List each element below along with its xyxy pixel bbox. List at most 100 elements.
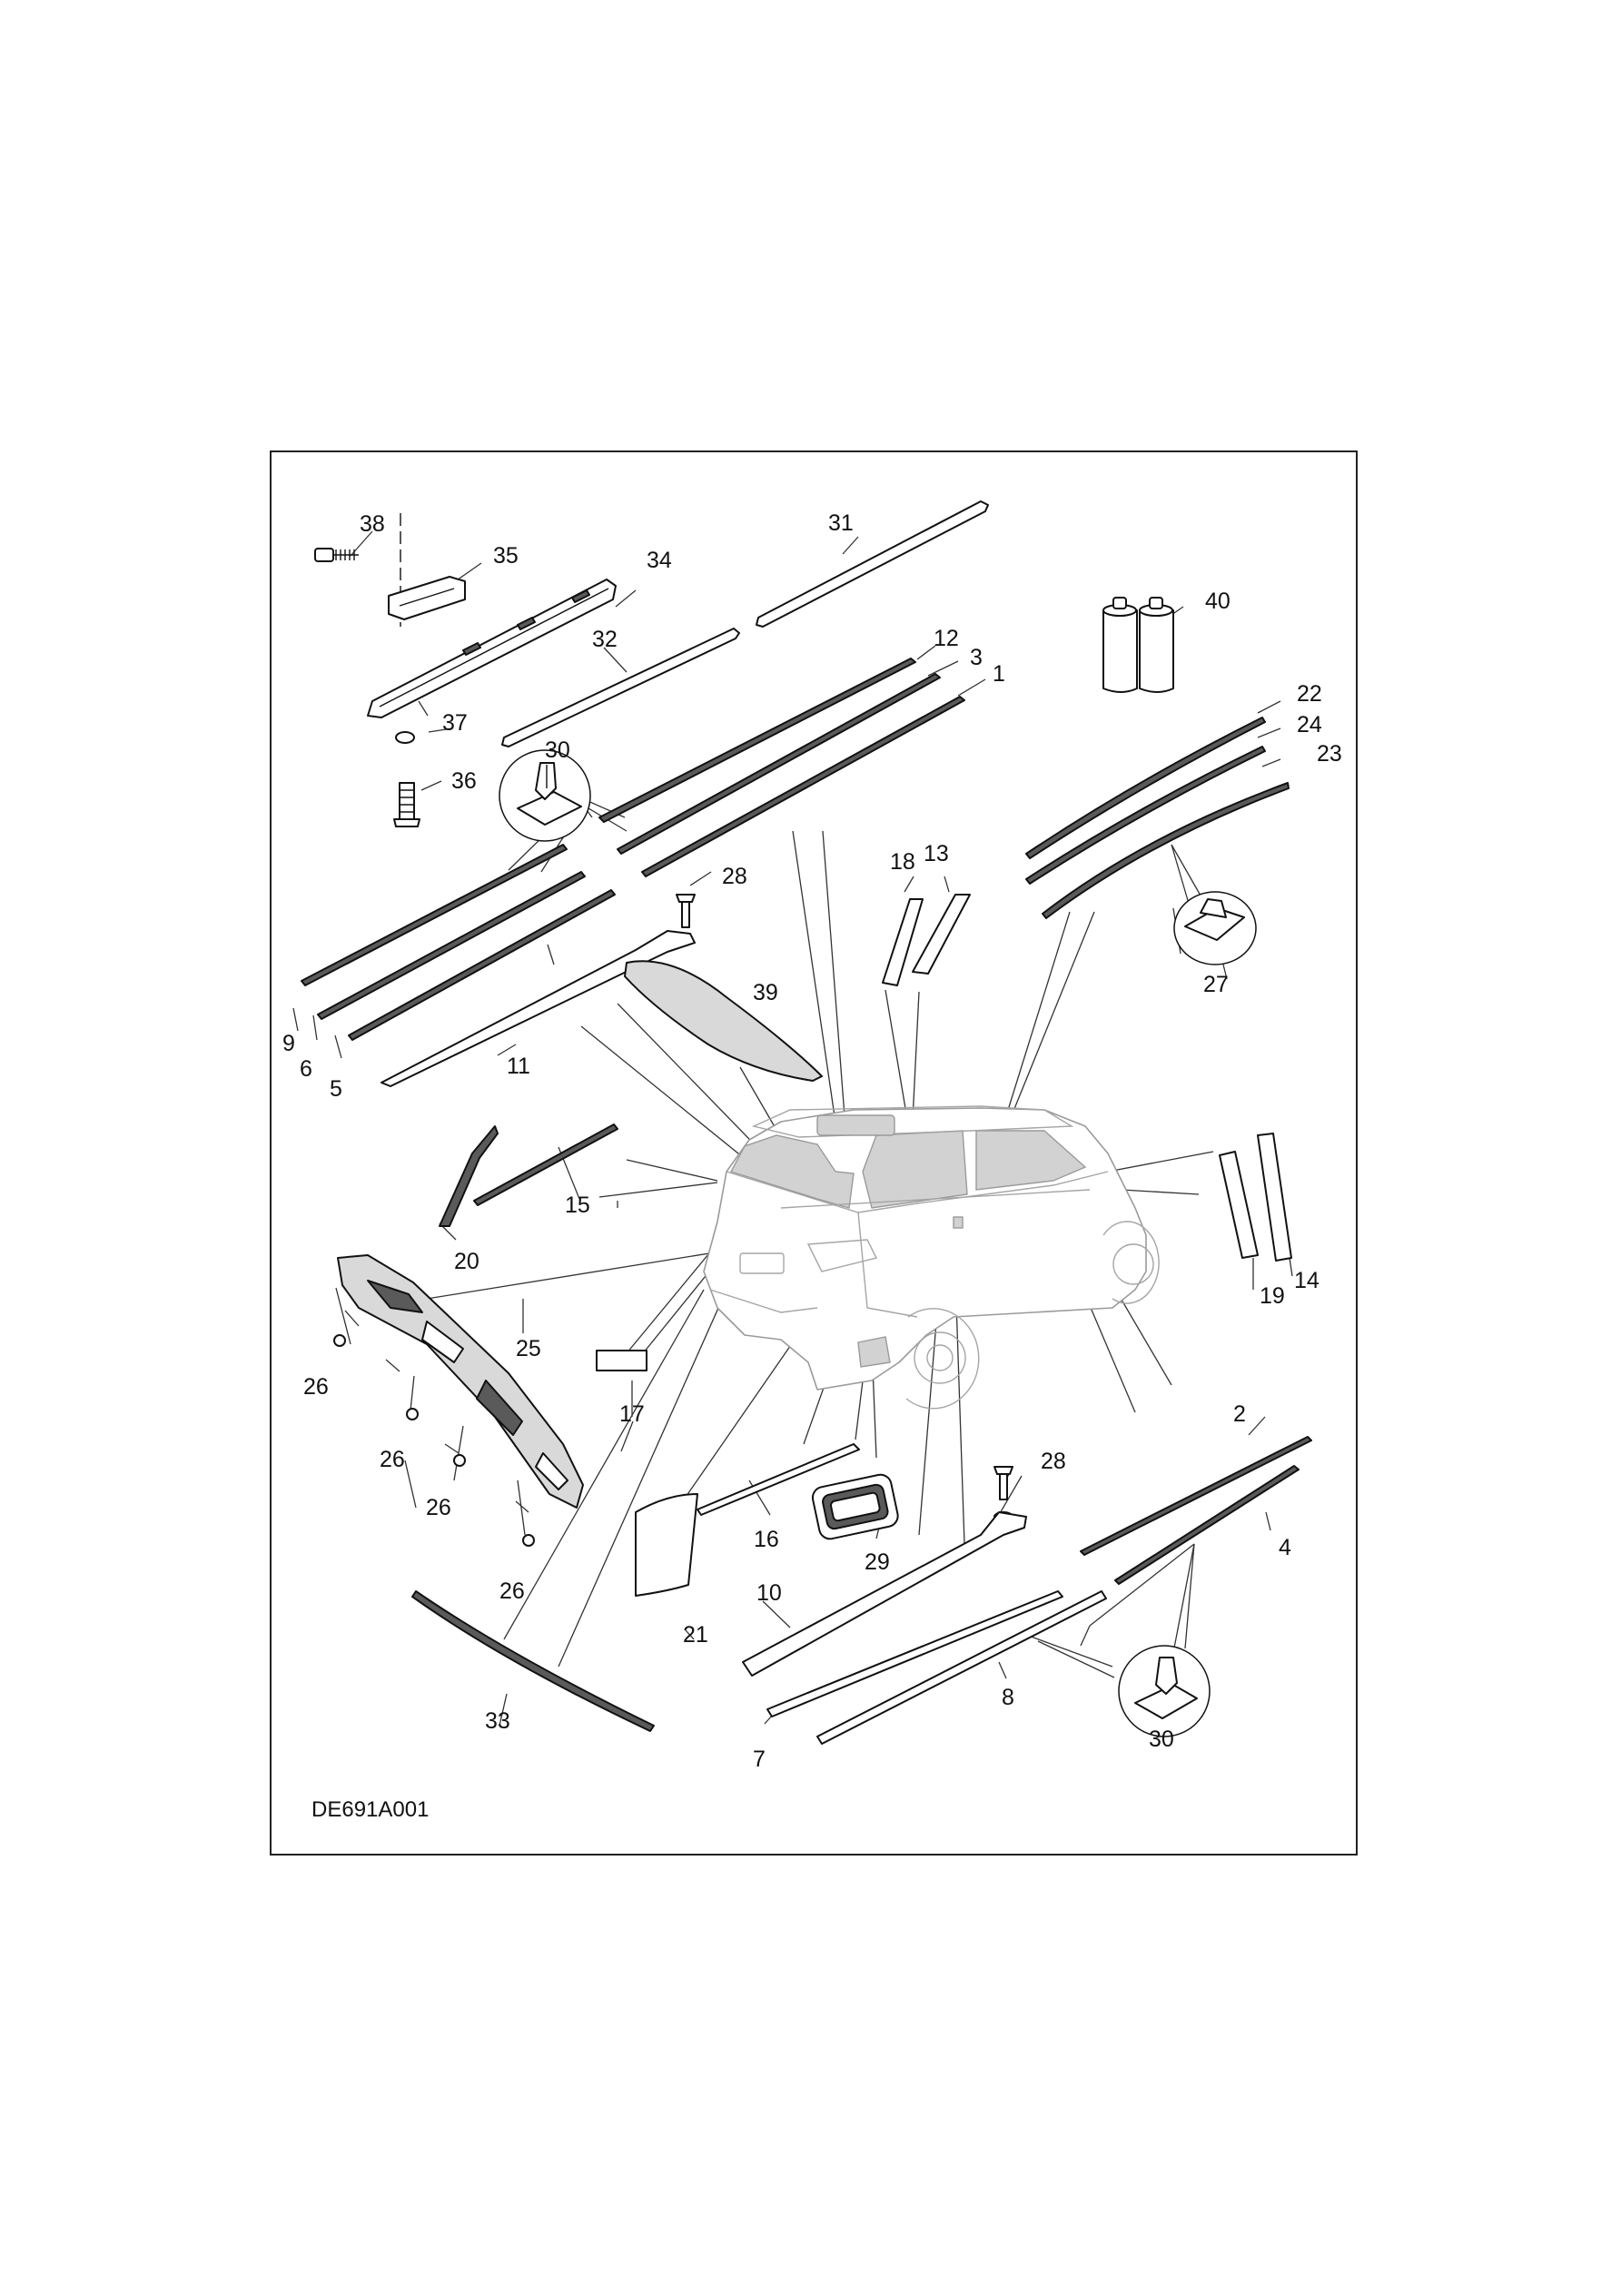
part-17-label — [596, 1350, 647, 1371]
callout-13: 13 — [924, 841, 949, 866]
car-sunroof — [816, 1114, 895, 1136]
part-22-strip — [1025, 717, 1266, 859]
part-37-washer — [395, 731, 415, 744]
part-14-pillar — [1257, 1133, 1292, 1262]
car-side-window — [862, 1130, 968, 1209]
part-12-strip — [598, 658, 916, 823]
part-40-aerosol — [1102, 597, 1174, 693]
callout-1: 1 — [993, 661, 1005, 687]
part-32-strip — [501, 628, 740, 747]
drawing-code: DE691A001 — [311, 1797, 429, 1822]
part-5-strip — [348, 889, 616, 1041]
callout-2: 2 — [1233, 1401, 1246, 1427]
part-27-clip — [1173, 891, 1257, 965]
part-30-clip-upper — [499, 749, 591, 842]
part-29-grille — [811, 1473, 899, 1540]
part-33-strip — [411, 1590, 655, 1732]
part-31-strip — [756, 500, 989, 628]
callout-30-a: 30 — [545, 737, 570, 763]
part-26-clips — [333, 1334, 535, 1547]
callout-29: 29 — [865, 1549, 890, 1575]
callout-26-d: 26 — [499, 1578, 525, 1604]
vehicle-outline — [703, 1105, 1160, 1410]
callout-9: 9 — [282, 1031, 295, 1056]
callout-labels: 1 2 3 4 5 6 7 8 9 10 11 12 13 14 15 16 1… — [282, 510, 1342, 1822]
callout-30-b: 30 — [1149, 1727, 1174, 1752]
part-3-strip — [617, 673, 941, 855]
part-10-moulding — [742, 1511, 1027, 1677]
callout-11: 11 — [507, 1054, 530, 1079]
part-4-strip — [1114, 1465, 1300, 1585]
callout-22: 22 — [1297, 681, 1322, 707]
callout-26-a: 26 — [303, 1374, 329, 1400]
part-23-strip — [1042, 782, 1290, 919]
part-11-moulding — [381, 930, 696, 1087]
part-21-panel — [635, 1493, 698, 1597]
callout-40: 40 — [1205, 589, 1231, 614]
callout-7: 7 — [753, 1747, 766, 1772]
part-16-strip — [697, 1443, 860, 1516]
callout-5: 5 — [330, 1076, 342, 1102]
callout-6: 6 — [300, 1056, 312, 1082]
part-8-strip — [816, 1590, 1107, 1745]
car-rear-window — [729, 1134, 855, 1209]
callout-27: 27 — [1203, 972, 1229, 997]
part-24-strip — [1025, 746, 1266, 885]
part-25-garnish — [337, 1254, 584, 1509]
callout-31: 31 — [828, 510, 854, 536]
part-20-pillar — [439, 1125, 499, 1227]
part-1-strip — [641, 696, 965, 877]
car-side-window-rear — [975, 1130, 1087, 1191]
callout-26-c: 26 — [426, 1495, 451, 1520]
part-38-bolt — [314, 513, 401, 627]
callout-3: 3 — [970, 645, 983, 670]
callout-28-a: 28 — [722, 864, 747, 889]
car-wheel-front — [1102, 1221, 1160, 1304]
callout-39: 39 — [753, 980, 778, 1005]
callout-37: 37 — [442, 710, 468, 736]
callout-18: 18 — [890, 849, 915, 875]
callout-28-b: 28 — [1041, 1449, 1066, 1474]
callout-36: 36 — [451, 768, 477, 794]
part-28-fastener-upper — [676, 894, 696, 928]
callout-12: 12 — [934, 626, 959, 651]
part-18-pillar — [882, 898, 924, 986]
callout-34: 34 — [647, 548, 672, 573]
callout-24: 24 — [1297, 712, 1322, 737]
part-15-strip — [473, 1123, 618, 1206]
callout-10: 10 — [756, 1580, 782, 1606]
diagram-border — [270, 450, 1358, 1856]
part-9-strip — [301, 844, 568, 986]
callout-33: 33 — [485, 1708, 510, 1734]
part-13-pillar — [912, 894, 971, 975]
part-6-strip — [317, 871, 586, 1020]
callout-23: 23 — [1317, 741, 1342, 767]
part-36-screw — [393, 782, 420, 827]
callout-15: 15 — [565, 1193, 590, 1218]
callout-14: 14 — [1294, 1268, 1320, 1293]
callout-25: 25 — [516, 1336, 541, 1361]
part-34-rail — [367, 579, 617, 718]
callout-20: 20 — [454, 1249, 479, 1274]
car-plate — [739, 1252, 785, 1274]
part-39-spoiler — [624, 960, 823, 1082]
callout-17: 17 — [619, 1401, 645, 1427]
callout-8: 8 — [1002, 1685, 1014, 1710]
callout-4: 4 — [1279, 1535, 1291, 1560]
part-19-pillar — [1219, 1151, 1259, 1259]
car-wheel-rear — [905, 1308, 980, 1410]
callout-21: 21 — [683, 1622, 708, 1648]
callout-38: 38 — [360, 511, 385, 537]
part-2-strip — [1080, 1436, 1312, 1556]
callout-26-b: 26 — [380, 1447, 405, 1472]
callout-32: 32 — [592, 627, 618, 652]
callout-16: 16 — [754, 1527, 779, 1552]
car-rear-lamp — [806, 1239, 878, 1272]
callout-19: 19 — [1260, 1283, 1285, 1309]
callout-35: 35 — [493, 543, 519, 569]
part-7-strip — [766, 1590, 1063, 1717]
part-35-bracket — [388, 576, 466, 620]
part-30-clip-lower — [1118, 1645, 1211, 1737]
